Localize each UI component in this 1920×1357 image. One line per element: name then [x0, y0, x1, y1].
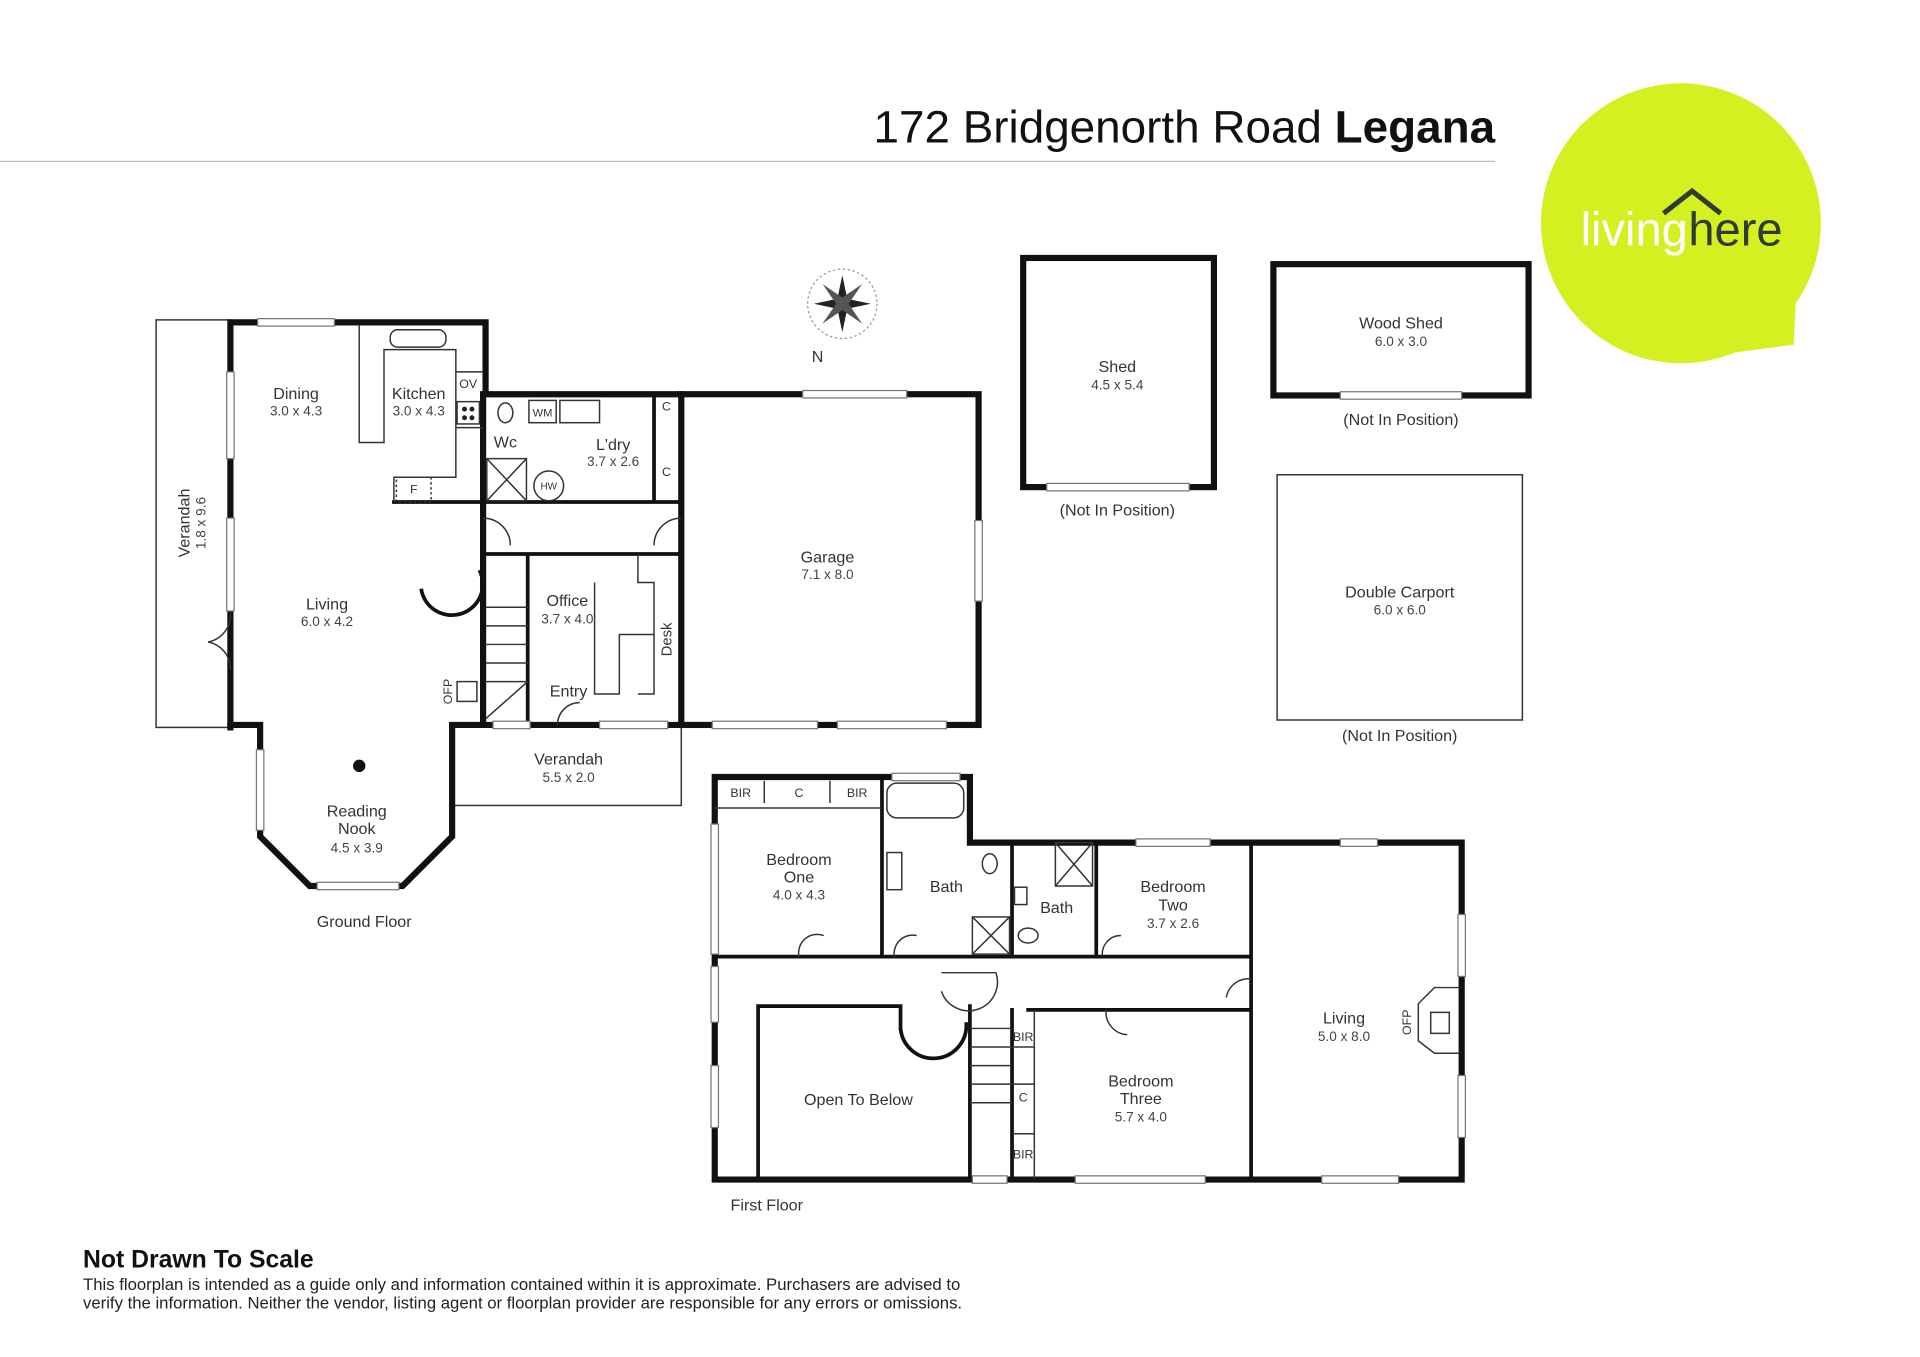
sink-icon [389, 329, 447, 348]
room-wc-name: Wc [494, 433, 517, 451]
outbuildings: Shed 4.5 x 5.4 (Not In Position) Wood Sh… [1020, 254, 1532, 745]
fixture-ofp: OFP [441, 679, 455, 704]
shed-note: (Not In Position) [1060, 502, 1175, 520]
carport-size: 6.0 x 6.0 [1374, 603, 1427, 618]
wood-shed-size: 6.0 x 3.0 [1375, 334, 1428, 349]
shower-icon [486, 457, 528, 502]
cooktop-icon [456, 400, 481, 425]
room-living-first-size: 5.0 x 8.0 [1318, 1029, 1371, 1044]
spiral-stair-ground-icon [419, 569, 485, 618]
fixture-bir-2: BIR [847, 786, 868, 800]
room-bedroom-two-size: 3.7 x 2.6 [1147, 916, 1199, 931]
fixture-cupboard-top: C [794, 786, 803, 800]
toilet-icon [981, 853, 998, 875]
fixture-hw: HW [541, 482, 558, 493]
room-laundry-name: L'dry [596, 436, 631, 454]
room-garage-size: 7.1 x 8.0 [801, 567, 854, 582]
room-garage-name: Garage [801, 549, 855, 567]
room-bedroom-three-name: Bedroom [1108, 1073, 1173, 1091]
room-kitchen-name: Kitchen [392, 385, 446, 403]
fixture-bir-3: BIR [1013, 1030, 1034, 1044]
room-open-to-below: Open To Below [804, 1091, 913, 1109]
disclaimer-line-1: This floorplan is intended as a guide on… [83, 1275, 960, 1294]
room-office-size: 3.7 x 4.0 [541, 611, 594, 626]
carport-outline [1276, 473, 1524, 721]
toilet-icon [497, 402, 514, 424]
room-bedroom-two-name: Bedroom [1140, 878, 1205, 896]
room-bath-1-name: Bath [930, 878, 963, 896]
disclaimer-line-2: verify the information. Neither the vend… [83, 1293, 962, 1312]
room-reading-nook-size: 4.5 x 3.9 [331, 841, 383, 856]
shed-name: Shed [1099, 358, 1137, 376]
room-entry-name: Entry [550, 682, 589, 700]
fixture-cupboard-mid: C [1019, 1091, 1028, 1105]
spiral-stair-first-icon [898, 1022, 969, 1061]
fixture-cupboard-2: C [662, 465, 671, 479]
ground-floor-caption: Ground Floor [317, 913, 412, 931]
ground-floor-plan: Dining 3.0 x 4.3 Kitchen 3.0 x 4.3 OV WM… [155, 318, 983, 931]
vanity-icon [886, 851, 903, 891]
room-dining-name: Dining [273, 385, 319, 403]
room-office-name: Office [546, 592, 588, 610]
room-side-verandah-size: 1.8 x 9.6 [194, 497, 209, 549]
fridge-icon [395, 476, 432, 503]
wood-shed-note: (Not In Position) [1343, 411, 1458, 429]
fixture-ofp-first: OFP [1400, 1010, 1414, 1035]
compass-north-label: N [812, 348, 824, 366]
column-icon [353, 759, 366, 773]
room-side-verandah-name: Verandah [176, 489, 194, 558]
room-bedroom-one-size: 4.0 x 4.3 [773, 888, 825, 903]
shed-size: 4.5 x 5.4 [1091, 377, 1144, 392]
room-bedroom-one-name: Bedroom [766, 851, 831, 869]
wood-shed-name: Wood Shed [1359, 315, 1443, 333]
fixture-cupboard-1: C [662, 399, 671, 413]
room-bedroom-two-name2: Two [1158, 897, 1188, 915]
room-front-verandah-size: 5.5 x 2.0 [542, 770, 595, 785]
room-bath-2-name: Bath [1040, 899, 1073, 917]
first-floor-caption: First Floor [731, 1197, 804, 1215]
fireplace-icon [456, 680, 478, 703]
page-title: 172 Bridgenorth Road Legana [874, 102, 1496, 153]
room-living-first-name: Living [1323, 1009, 1365, 1027]
fixture-bir-4: BIR [1013, 1148, 1034, 1162]
shower-icon [971, 916, 1011, 955]
compass-rose-icon: N [807, 268, 878, 366]
disclaimer: Not Drawn To Scale This floorplan is int… [83, 1247, 962, 1313]
fixture-wm: WM [533, 408, 553, 420]
room-front-verandah-name: Verandah [534, 751, 603, 769]
fixture-fridge: F [410, 482, 418, 496]
fireplace-icon [1417, 986, 1460, 1054]
carport-name: Double Carport [1345, 583, 1455, 601]
page-header: 172 Bridgenorth Road Legana [0, 102, 1496, 162]
room-bedroom-three-name2: Three [1120, 1090, 1162, 1108]
room-living-size: 6.0 x 4.2 [301, 614, 353, 629]
bathtub-icon [886, 782, 965, 819]
svg-text:here: here [1688, 203, 1782, 256]
room-kitchen-size: 3.0 x 4.3 [393, 403, 445, 418]
livinghere-logo: living here [1540, 83, 1821, 364]
room-laundry-size: 3.7 x 2.6 [587, 454, 639, 469]
room-reading-nook-name: Reading [327, 803, 387, 821]
fixture-desk: Desk [659, 622, 675, 656]
fixture-oven: OV [459, 377, 478, 391]
room-bedroom-one-name2: One [784, 868, 814, 886]
room-living-name: Living [306, 596, 348, 614]
hot-water-icon [533, 470, 565, 502]
carport-note: (Not In Position) [1342, 727, 1457, 745]
svg-text:living: living [1581, 203, 1688, 256]
room-dining-size: 3.0 x 4.3 [270, 403, 322, 418]
fixture-bir-1: BIR [730, 786, 751, 800]
disclaimer-heading: Not Drawn To Scale [83, 1247, 314, 1274]
first-floor-plan: BIR C BIR Bedroom One 4.0 x 4.3 Bath Bat… [710, 772, 1467, 1215]
room-bedroom-three-size: 5.7 x 4.0 [1115, 1109, 1168, 1124]
room-reading-nook-name2: Nook [338, 820, 377, 838]
